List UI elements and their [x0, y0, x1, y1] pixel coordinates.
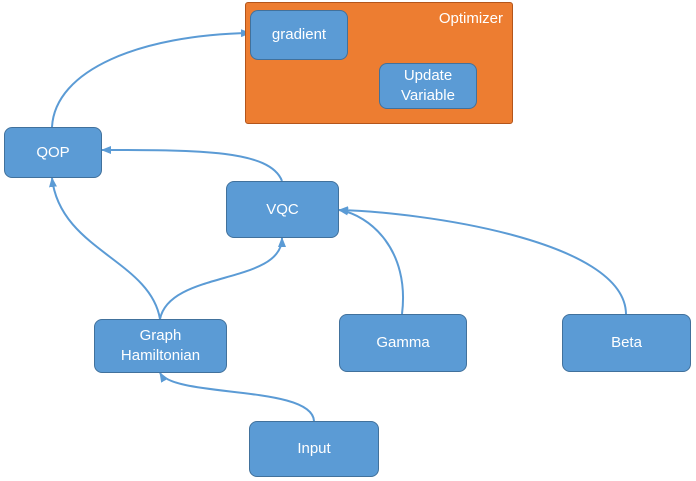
- node-vqc[interactable]: VQC: [226, 181, 339, 238]
- edge-beta-to-vqc: [338, 206, 627, 315]
- node-vqc-label: VQC: [266, 200, 299, 218]
- edge-gamma-to-vqc: [338, 207, 405, 315]
- node-update-variable[interactable]: Update Variable: [379, 63, 477, 109]
- node-gradient[interactable]: gradient: [250, 10, 348, 60]
- node-graph-hamiltonian-label-line2: Hamiltonian: [120, 347, 201, 364]
- node-gradient-label: gradient: [271, 26, 327, 43]
- edge-qop-to-gradient: [51, 29, 251, 128]
- node-update-variable-label-line1: Update: [403, 67, 453, 84]
- node-beta[interactable]: Beta: [562, 314, 691, 372]
- node-gamma[interactable]: Gamma: [339, 314, 467, 372]
- edge-input-to-graph: [159, 372, 315, 422]
- node-qop-label: QOP: [36, 143, 70, 161]
- node-input[interactable]: Input: [249, 421, 379, 477]
- optimizer-label: Optimizer: [438, 10, 503, 27]
- node-qop[interactable]: QOP: [4, 127, 102, 178]
- edge-graph-to-vqc: [159, 237, 286, 320]
- node-input-label: Input: [297, 440, 331, 457]
- node-gamma-label: Gamma: [376, 334, 430, 351]
- edge-graph-to-qop: [49, 177, 161, 320]
- node-beta-label: Beta: [611, 334, 642, 351]
- node-update-variable-label-line2: Variable: [401, 87, 455, 104]
- edge-vqc-to-qop: [101, 146, 283, 182]
- node-graph-hamiltonian[interactable]: Graph Hamiltonian: [94, 319, 227, 373]
- node-graph-hamiltonian-label-line1: Graph: [139, 327, 182, 344]
